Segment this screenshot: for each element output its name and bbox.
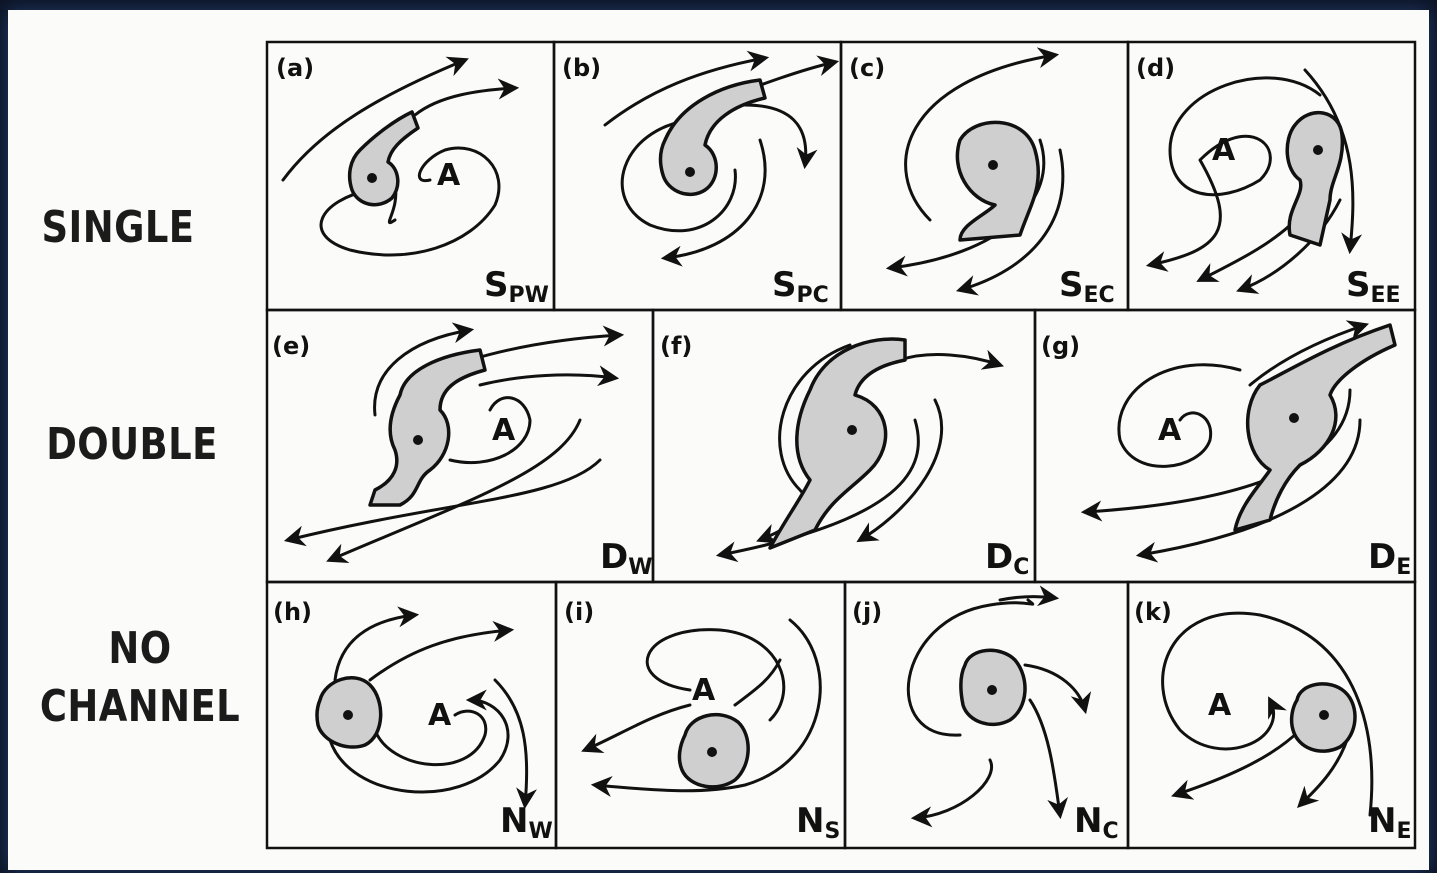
panel-h-letter: (h) [273,598,312,626]
panel-b-cyclone-eye [685,167,695,177]
panel-e-streamline-6 [450,398,530,463]
panel-k-code: NE [1368,801,1412,844]
panel-f-letter: (f) [660,332,692,360]
panel-k-letter: (k) [1134,598,1172,626]
panel-k: (k) NE A [1128,582,1415,848]
panel-d: (d) SEE A [1128,42,1415,310]
panel-a: (a) SPW A [267,42,554,310]
panel-d-anticyclone: A [1212,133,1236,168]
panel-g-cyclone-eye [1289,413,1299,423]
panel-j-code: NC [1074,801,1119,844]
panel-i-cyclone-eye [707,747,717,757]
panel-b-letter: (b) [562,54,601,82]
panel-h: (h) NW A [267,582,556,848]
panel-k-cyclone-eye [1319,710,1329,720]
panel-i-streamline-1 [647,630,784,720]
panel-b-streamline-3 [745,105,806,165]
panel-e-letter: (e) [272,332,310,360]
panel-f-streamline-2 [900,355,1000,365]
panel-c: (c) SEC [841,42,1128,310]
panel-g-letter: (g) [1041,332,1080,360]
panel-h-anticyclone: A [428,698,452,733]
panel-i-streamline-3 [585,705,690,750]
panel-k-anticyclone: A [1208,688,1232,723]
panel-a-streamline-3 [321,148,499,255]
panel-f-cloud-band [770,339,905,548]
panel-e-cloud-band [370,350,485,505]
panel-e-anticyclone: A [492,413,516,448]
panel-j: (j) NC [845,582,1128,848]
panel-g-cloud-band [1235,325,1395,530]
panel-d-border [1128,42,1415,310]
panel-g-code: DE [1368,537,1411,580]
panel-h-code: NW [500,801,553,844]
panel-j-cyclone-eye [987,685,997,695]
panel-g-anticyclone: A [1158,413,1182,448]
panel-d-code: SEE [1346,265,1401,308]
panel-i-anticyclone: A [692,673,716,708]
panel-b-code: SPC [772,265,829,308]
panel-h-streamline-4 [495,680,527,805]
panel-e-streamline-3 [480,375,615,385]
panel-e-streamline-5 [330,420,580,560]
panel-c-cloud-band [957,122,1038,240]
panel-j-streamline-4 [1025,665,1085,710]
panel-e-border [267,310,653,582]
panel-j-streamline-1 [915,760,992,818]
panel-e: (e) DW A [267,310,653,582]
panel-j-letter: (j) [852,598,882,626]
panel-i-code: NS [796,801,840,844]
panel-d-cyclone-eye [1313,145,1323,155]
panel-e-cyclone-eye [413,435,423,445]
panel-f-code: DC [985,537,1029,580]
panel-i: (i) NS A [556,582,845,848]
panel-a-letter: (a) [276,54,314,82]
panel-h-streamline-1 [335,615,415,680]
panel-i-letter: (i) [564,598,594,626]
panel-a-border [267,42,554,310]
panel-c-letter: (c) [849,54,885,82]
panel-d-letter: (d) [1136,54,1175,82]
panel-c-cyclone-eye [988,160,998,170]
panel-a-streamline-2 [415,88,515,115]
panel-b-cloud-band [661,80,765,194]
panel-e-streamline-2 [470,335,620,360]
panel-a-cyclone-eye [367,173,377,183]
panel-e-streamline-4 [288,460,600,540]
panel-c-code: SEC [1059,265,1115,308]
panel-i-streamline-4 [735,660,780,705]
panel-a-anticyclone: A [437,158,461,193]
panel-h-streamline-2 [370,630,510,680]
panel-d-cloud-band [1287,113,1342,245]
panel-g: (g) DE A [1035,310,1415,582]
panel-f: (f) DC [653,310,1035,582]
panel-a-code: SPW [484,265,549,308]
panel-j-streamline-5 [1030,700,1060,815]
panel-b: (b) SPC [554,42,841,310]
panel-e-code: DW [600,537,653,580]
panel-h-cyclone-eye [343,710,353,720]
panel-f-cyclone-eye [847,425,857,435]
panel-a-cloud-band [350,112,418,205]
